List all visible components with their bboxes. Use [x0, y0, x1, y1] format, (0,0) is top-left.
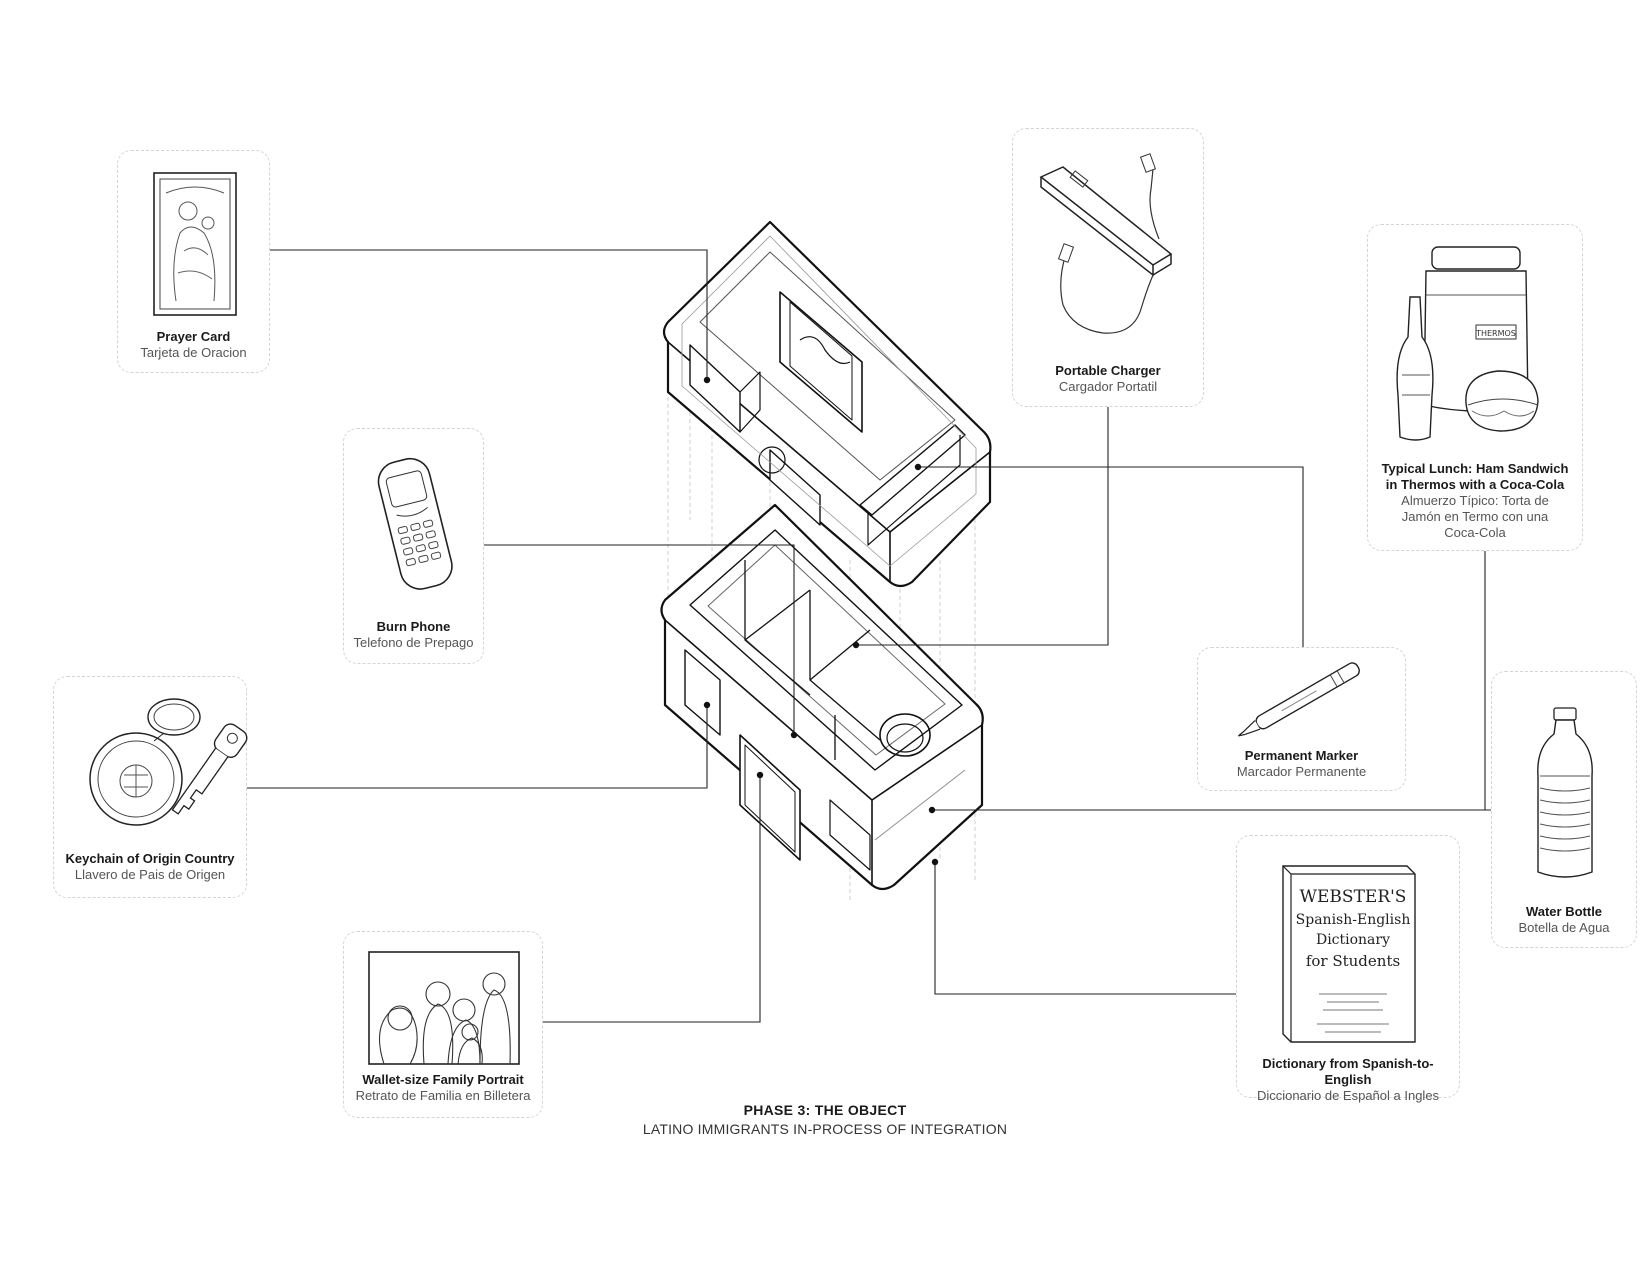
portable-charger-title: Portable Charger — [1055, 363, 1161, 378]
family-portrait-title: Wallet-size Family Portrait — [362, 1072, 524, 1087]
phone-icon — [377, 457, 453, 590]
card-permanent-marker: Permanent Marker Marcador Permanente — [1197, 647, 1406, 791]
burn-phone-title: Burn Phone — [376, 619, 451, 634]
dictionary-cover-line3: Dictionary — [1316, 932, 1390, 948]
card-typical-lunch: THERMOS Typical Lunch: Ham Sandwich in T… — [1367, 224, 1583, 551]
leader-lines — [247, 249, 1497, 1023]
keychain-subtitle: Llavero de Pais de Origen — [74, 867, 226, 882]
water-bottle-icon — [1537, 707, 1593, 878]
dictionary-cover-line4: for Students — [1306, 952, 1400, 970]
dictionary-title: Dictionary from Spanish-to-English — [1262, 1056, 1434, 1087]
lunch-icon: THERMOS — [1396, 246, 1539, 441]
diagram-caption: PHASE 3: THE OBJECT LATINO IMMIGRANTS IN… — [525, 1102, 1125, 1137]
prayer-card-icon — [153, 172, 237, 316]
lunch-title-line2: in Thermos with a Coca-Cola — [1385, 477, 1565, 492]
dictionary-icon: WEBSTER'S Spanish-English Dictionary for… — [1282, 865, 1416, 1043]
card-prayer-card: Prayer Card Tarjeta de Oracion — [117, 150, 270, 373]
leader-dots — [703, 376, 939, 866]
lunch-title-line1: Typical Lunch: Ham Sandwich — [1381, 461, 1569, 476]
marker-icon — [1238, 662, 1360, 737]
card-dictionary: WEBSTER'S Spanish-English Dictionary for… — [1236, 835, 1460, 1103]
card-family-portrait: Wallet-size Family Portrait Retrato de F… — [343, 931, 543, 1118]
card-keychain: Keychain of Origin Country Llavero de Pa… — [53, 676, 248, 898]
keychain-icon — [89, 698, 248, 826]
permanent-marker-subtitle: Marcador Permanente — [1236, 764, 1367, 779]
caption-subtitle: LATINO IMMIGRANTS IN-PROCESS OF INTEGRAT… — [642, 1121, 1008, 1137]
prayer-card-title: Prayer Card — [156, 329, 231, 344]
prayer-card-subtitle: Tarjeta de Oracion — [140, 345, 247, 360]
lunch-subtitle-line2: Jamón en Termo con una — [1401, 509, 1549, 524]
box-base — [660, 503, 984, 891]
water-bottle-subtitle: Botella de Agua — [1518, 920, 1610, 935]
dictionary-subtitle: Diccionario de Español a Ingles — [1256, 1088, 1440, 1103]
dictionary-cover-line1: WEBSTER'S — [1300, 887, 1407, 907]
caption-title: PHASE 3: THE OBJECT — [743, 1102, 907, 1118]
lunch-subtitle-line3: Coca-Cola — [1444, 525, 1506, 540]
dictionary-cover-line2: Spanish-English — [1296, 912, 1411, 928]
card-portable-charger: Portable Charger Cargador Portatil — [1012, 128, 1204, 407]
card-water-bottle: Water Bottle Botella de Agua — [1491, 671, 1637, 948]
permanent-marker-title: Permanent Marker — [1244, 748, 1359, 763]
lunch-subtitle-line1: Almuerzo Típico: Torta de — [1401, 493, 1549, 508]
charger-icon — [1039, 153, 1173, 334]
family-portrait-subtitle: Retrato de Familia en Billetera — [355, 1088, 531, 1103]
keychain-title: Keychain of Origin Country — [65, 851, 235, 866]
water-bottle-title: Water Bottle — [1525, 904, 1603, 919]
portrait-icon — [368, 951, 520, 1065]
burn-phone-subtitle: Telefono de Prepago — [353, 635, 474, 650]
portable-charger-subtitle: Cargador Portatil — [1058, 379, 1158, 394]
thermos-label: THERMOS — [1475, 329, 1516, 338]
card-burn-phone: Burn Phone Telefono de Prepago — [343, 428, 484, 664]
box-lid — [662, 220, 992, 588]
